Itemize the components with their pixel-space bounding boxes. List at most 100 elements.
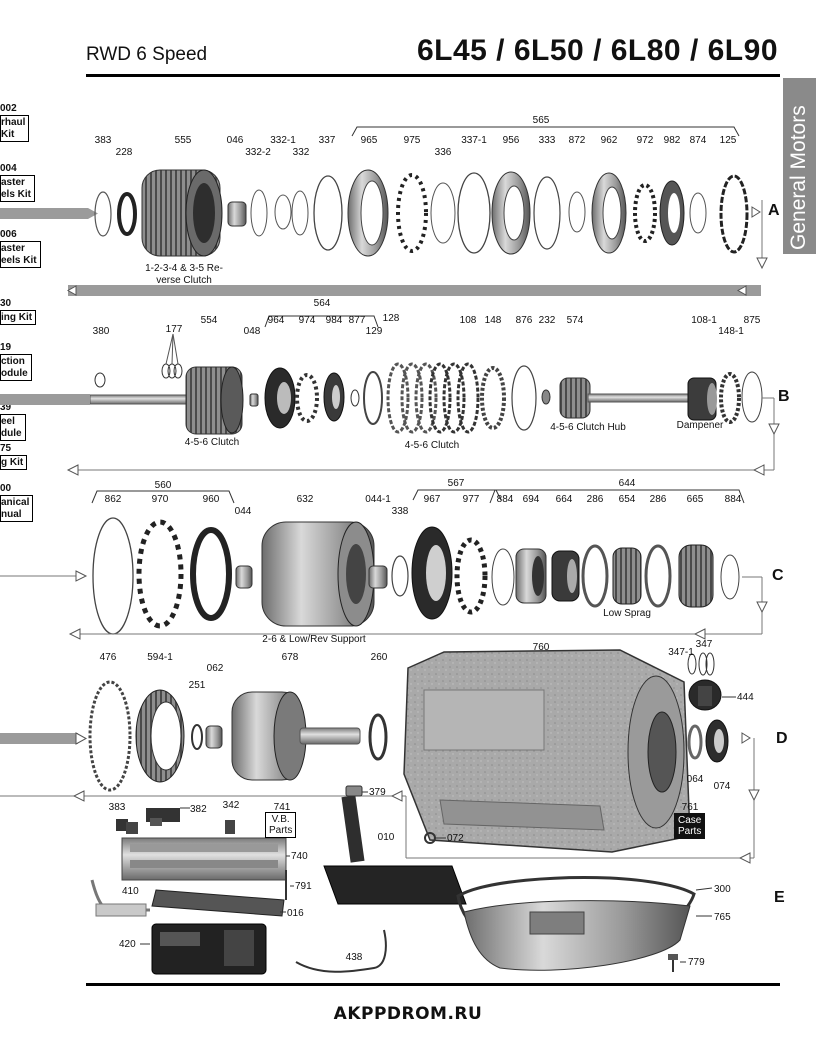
part-444-seal[interactable]	[688, 679, 722, 711]
part-072-plug[interactable]	[424, 832, 446, 844]
part-884-ring-b[interactable]	[720, 554, 740, 600]
part-678-output-carrier[interactable]	[231, 691, 361, 781]
row-a-part-numbers: 383 228 555 046 332-2 332-1 332 337 965 …	[95, 135, 737, 158]
part-048-bushing[interactable]	[249, 393, 259, 407]
part-382-solenoids[interactable]	[146, 808, 180, 826]
part-337-1-ring[interactable]	[457, 172, 491, 254]
part-965-piston[interactable]	[347, 169, 389, 257]
flow-arrow-b	[768, 423, 780, 436]
part-016-gasket[interactable]	[151, 889, 285, 917]
part-108-1-dampener[interactable]	[687, 377, 717, 421]
part-128-clutch-plates[interactable]	[386, 362, 438, 434]
part-380-ring[interactable]	[94, 372, 106, 388]
shaft-bar-a	[0, 208, 88, 219]
caption-dampener: Dampener	[677, 420, 724, 431]
part-108-clutch-plates[interactable]	[428, 362, 480, 434]
part-420-tehcm-module[interactable]	[151, 923, 267, 975]
part-632-support[interactable]	[261, 521, 375, 627]
part-962-piston[interactable]	[591, 172, 627, 254]
pn-228: 228	[116, 147, 133, 158]
part-286-bearing[interactable]	[581, 544, 609, 608]
part-594-1-ring-gear[interactable]	[135, 689, 185, 783]
part-740-valve-body[interactable]	[121, 837, 287, 881]
part-383-solenoids[interactable]	[116, 819, 138, 834]
part-129-ring[interactable]	[363, 371, 383, 425]
part-765-oil-pan[interactable]	[463, 900, 691, 971]
part-342-solenoid[interactable]	[225, 820, 235, 834]
part-977-spring[interactable]	[454, 537, 488, 615]
part-062-bushing[interactable]	[205, 725, 223, 749]
part-862-snap-ring[interactable]	[92, 517, 134, 635]
part-654-low-sprag[interactable]	[612, 547, 642, 605]
pn-048: 048	[244, 326, 261, 337]
part-665-race[interactable]	[678, 544, 714, 608]
part-884-ring[interactable]	[491, 548, 515, 606]
part-476-plate[interactable]	[88, 680, 132, 792]
part-347-1-ring[interactable]	[687, 653, 697, 675]
part-779-bolt[interactable]	[668, 954, 678, 972]
part-555-clutch-drum[interactable]	[141, 169, 223, 257]
part-338-ring[interactable]	[391, 555, 409, 597]
part-760-transmission-case[interactable]	[403, 649, 691, 853]
part-960-piston[interactable]	[190, 527, 232, 621]
part-964-piston[interactable]	[264, 367, 296, 429]
vb-parts-box[interactable]: V.B. Parts	[265, 812, 297, 838]
part-064-bushing[interactable]	[687, 724, 703, 760]
part-074-seal[interactable]	[705, 719, 729, 763]
part-125-plate[interactable]	[719, 174, 749, 254]
part-336-ring[interactable]	[430, 182, 456, 244]
part-333-ring[interactable]	[533, 176, 561, 250]
part-044-1-bushing[interactable]	[368, 565, 388, 589]
part-177-seal-rings[interactable]	[161, 333, 183, 379]
part-874-ring[interactable]	[689, 192, 707, 234]
part-148-1-plate[interactable]	[719, 372, 741, 424]
part-876-snap-ring[interactable]	[511, 365, 537, 431]
part-148-plate[interactable]	[480, 366, 506, 430]
part-664-race[interactable]	[551, 550, 580, 602]
part-286-bearing-b[interactable]	[644, 544, 672, 608]
part-228-seal[interactable]	[117, 192, 137, 236]
part-875-ring[interactable]	[741, 371, 763, 423]
part-046-bushing[interactable]	[227, 201, 247, 227]
part-347-rings[interactable]	[698, 652, 715, 676]
part-967-piston[interactable]	[411, 526, 453, 620]
part-332-ring[interactable]	[291, 190, 309, 236]
pn-108: 108	[460, 315, 477, 326]
part-554-input-shaft[interactable]	[0, 366, 244, 435]
part-982-dam[interactable]	[659, 180, 685, 246]
flow-arrow-a2	[751, 206, 761, 218]
part-410-wiring-harness[interactable]	[90, 879, 150, 917]
part-984-dam[interactable]	[323, 372, 345, 422]
part-337-ring[interactable]	[313, 175, 343, 251]
part-956-piston[interactable]	[491, 171, 531, 255]
part-975-spring[interactable]	[396, 173, 428, 253]
part-574-clutch-hub[interactable]	[559, 377, 697, 419]
part-251-bearing[interactable]	[191, 724, 203, 750]
part-332-1-ring[interactable]	[274, 194, 292, 230]
part-260-bearing[interactable]	[368, 713, 388, 761]
part-383-ring[interactable]	[94, 191, 112, 237]
part-332-2-ring[interactable]	[250, 189, 268, 237]
part-877-ring[interactable]	[350, 389, 360, 407]
pn-872: 872	[569, 135, 586, 146]
part-974-spring[interactable]	[295, 373, 319, 423]
part-970-spring[interactable]	[136, 519, 184, 629]
section-c-label: C	[772, 567, 784, 584]
part-694-race[interactable]	[515, 548, 547, 604]
part-232-bearing[interactable]	[541, 389, 551, 405]
part-972-spring[interactable]	[633, 183, 657, 243]
model-numbers-title: 6L45 / 6L50 / 6L80 / 6L90	[416, 34, 778, 67]
part-438-wire[interactable]	[295, 929, 387, 973]
part-044-bushing[interactable]	[235, 565, 253, 589]
part-010-filter[interactable]	[323, 785, 467, 905]
part-872-ring[interactable]	[568, 191, 586, 233]
case-parts-box[interactable]: Case Parts	[674, 813, 706, 839]
